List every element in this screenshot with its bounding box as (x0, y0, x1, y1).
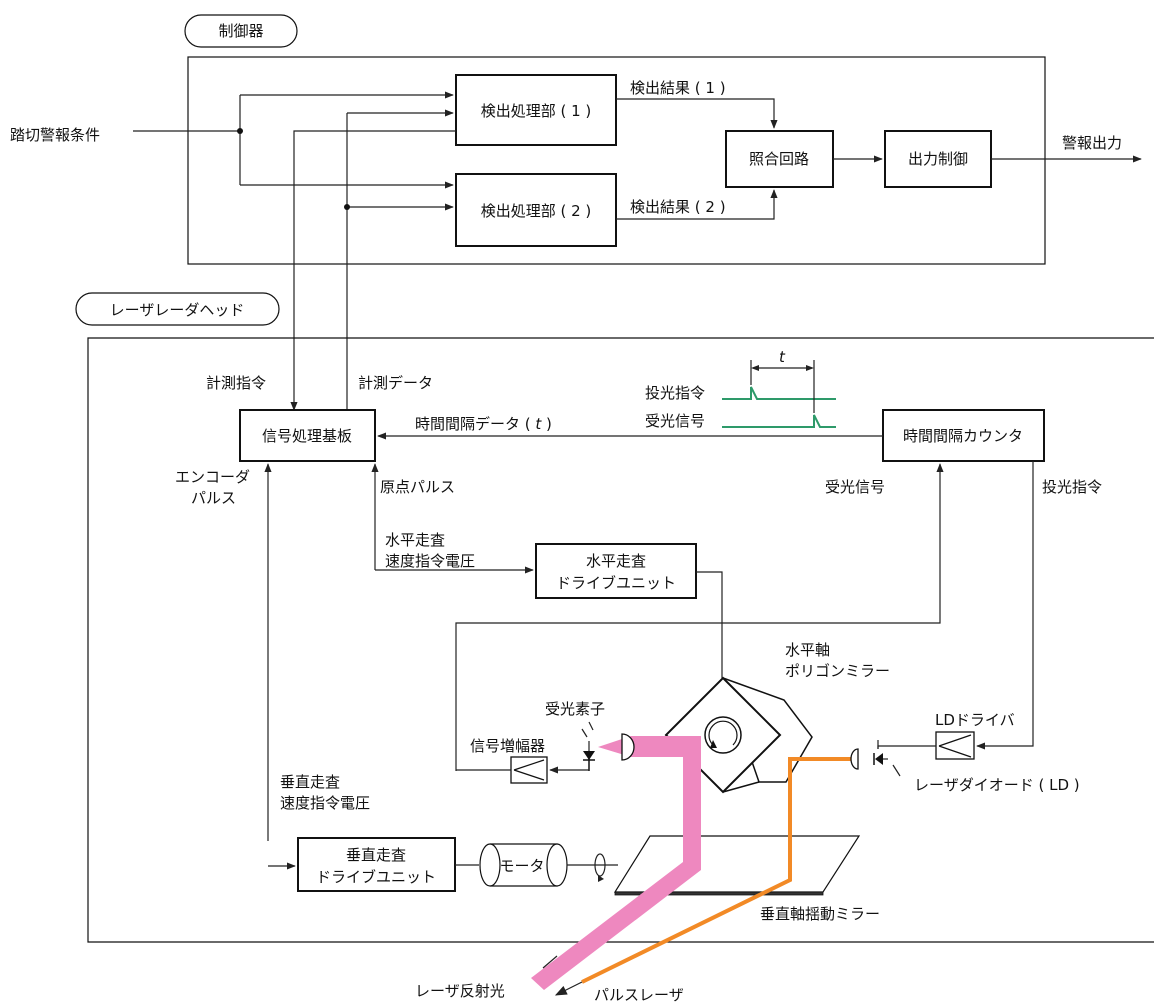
controller-wiring (133, 91, 1142, 411)
measure-command-label: 計測指令 (206, 374, 266, 392)
time-interval-t: t (779, 348, 786, 366)
controller-title: 制御器 (218, 22, 263, 40)
signal-processing-board-label: 信号処理基板 (262, 427, 352, 445)
pulse-laser-label: パルスレーザ (594, 986, 684, 1004)
pulse-laser-beam (581, 757, 851, 984)
encoder-pulse-label-line2: パルス (191, 489, 236, 507)
head-frame (87, 337, 1154, 943)
detector-2-label: 検出処理部 ( 2 ) (481, 202, 592, 220)
h-scan-voltage-label-line2: 速度指令電圧 (385, 552, 475, 570)
ld-driver-icon (935, 731, 975, 760)
head-title-tag (75, 292, 280, 326)
origin-pulse-label: 原点パルス (380, 478, 455, 496)
receive-lens-icon (621, 733, 635, 761)
railroad-crossing-alarm-condition: 踏切警報条件 (10, 126, 100, 144)
controller-title-tag (184, 14, 298, 48)
emit-lens-icon (850, 748, 859, 770)
junction-dot (344, 204, 350, 210)
head-wiring (264, 432, 1034, 870)
h-scan-drive-label-line1: 水平走査 (586, 552, 646, 570)
h-scan-voltage-label-line1: 水平走査 (385, 531, 445, 549)
emit-command-label: 投光指令 (1042, 478, 1102, 496)
polygon-mirror-label-line1: 水平軸 (785, 641, 830, 659)
ld-driver-label: LDドライバ (935, 711, 1015, 729)
photodetector-label: 受光素子 (545, 700, 605, 718)
v-scan-drive-label-line2: ドライブユニット (316, 868, 436, 886)
encoder-pulse-label-line1: エンコーダ (175, 468, 250, 486)
time-interval-marker (750, 360, 815, 413)
polygon-mirror-label-line2: ポリゴンミラー (785, 662, 890, 680)
reflected-light-label: レーザ反射光 (415, 982, 505, 1000)
reflected-laser-beam (531, 736, 701, 990)
detector-2-box (455, 173, 617, 247)
detector-1-label: 検出処理部 ( 1 ) (481, 102, 592, 120)
h-scan-drive-unit-box (535, 543, 697, 599)
detector-1-box (455, 74, 617, 146)
h-scan-drive-label-line2: ドライブユニット (556, 574, 676, 592)
signal-processing-board-box (239, 409, 376, 462)
v-scan-drive-unit-box (297, 837, 456, 892)
v-scan-voltage-label-line2: 速度指令電圧 (280, 794, 370, 812)
vertical-mirror-label: 垂直軸揺動ミラー (760, 905, 880, 923)
output-control-label: 出力制御 (908, 150, 968, 168)
controller-frame (187, 56, 1046, 265)
interval-counter-label: 時間間隔カウンタ (903, 427, 1023, 445)
rotation-icon (567, 853, 618, 882)
motor-icon (479, 843, 568, 887)
motor-label: モータ (499, 857, 544, 875)
pulse-laser-arrow (554, 981, 583, 996)
result-1-label: 検出結果 ( 1 ) (630, 79, 726, 97)
measure-data-label: 計測データ (358, 374, 433, 392)
head-title: レーザレーダヘッド (110, 301, 245, 319)
matching-circuit-label: 照合回路 (749, 150, 809, 168)
signal-amplifier-label: 信号増幅器 (470, 737, 545, 755)
output-control-box (884, 130, 992, 188)
laser-diode-label: レーザダイオード ( LD ) (914, 776, 1080, 794)
receive-signal-label: 受光信号 (825, 478, 885, 496)
emit-command-waveform (722, 386, 836, 400)
laser-diode-icon (873, 740, 888, 765)
photodiode-icon (581, 721, 595, 771)
waveform-emit-label: 投光指令 (645, 384, 705, 402)
signal-amplifier-icon (510, 756, 548, 784)
reflected-light-leader (542, 955, 558, 969)
v-scan-drive-label-line1: 垂直走査 (346, 846, 406, 864)
receive-signal-waveform (722, 414, 836, 428)
v-scan-voltage-label-line1: 垂直走査 (280, 773, 340, 791)
result-2-label: 検出結果 ( 2 ) (630, 198, 726, 216)
alarm-output-label: 警報出力 (1062, 134, 1122, 152)
junction-dot (237, 128, 243, 134)
interval-data-label: 時間間隔データ ( t ) (415, 415, 552, 433)
waveform-recv-label: 受光信号 (645, 412, 705, 430)
